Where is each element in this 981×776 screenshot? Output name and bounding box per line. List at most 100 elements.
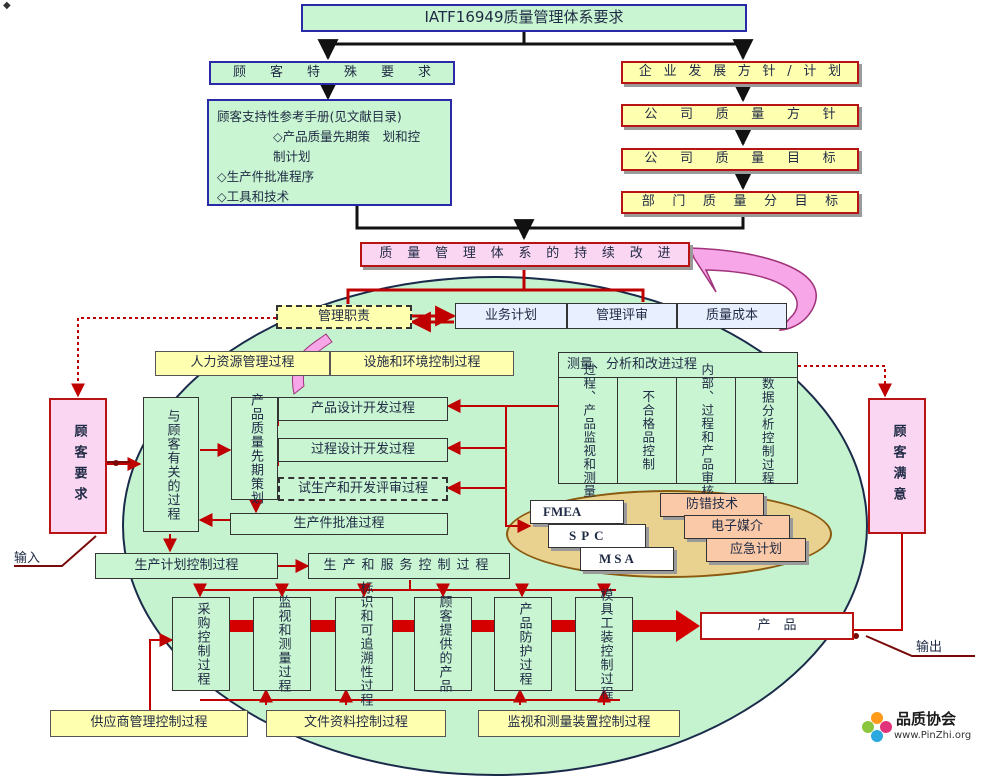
customer-requirements: 顾客要求 xyxy=(49,398,107,534)
measurement-group: 测量、分析和改进过程 过程、产品监视和测量 不合格品控制 内部、过程和产品审核 … xyxy=(558,352,798,498)
policy-char: 质 xyxy=(715,107,729,123)
management-responsibility: 管理职责 xyxy=(276,305,412,329)
bottom-proc-purchasing: 采购控制过程 xyxy=(172,597,230,691)
logo-url: www.PinZhi.org xyxy=(894,730,972,741)
customer-handbook: 顾客支持性参考手册(见文献目录) ◇产品质量先期策 划和控 制计划 ◇生产件批准… xyxy=(207,99,452,206)
csr-char: 特 xyxy=(306,64,320,80)
tool-spc: SPC xyxy=(548,524,646,548)
policy-company: 公 司 质 量 方 针 xyxy=(621,104,859,127)
policy-char: 质 xyxy=(715,151,729,167)
csr-char: 顾 xyxy=(232,64,246,80)
process-design-process: 过程设计开发过程 xyxy=(278,438,448,462)
policy-char: 针 xyxy=(822,107,836,123)
bottom-proc-customer-property: 顾客提供的产品 xyxy=(414,595,472,693)
measure-col-nonconforming: 不合格品控制 xyxy=(618,378,677,483)
tool-emergency-plan: 应急计划 xyxy=(706,538,806,562)
measurement-title: 测量、分析和改进过程 xyxy=(559,353,797,378)
policy-char: 计 xyxy=(803,64,817,80)
policy-char: 部 xyxy=(641,194,655,210)
input-label: 输入 xyxy=(14,551,41,566)
hr-process: 人力资源管理过程 xyxy=(155,351,330,376)
policy-char: 标 xyxy=(825,194,839,210)
policy-char: 划 xyxy=(828,64,842,80)
policy-char: 标 xyxy=(822,151,836,167)
policy-char: 目 xyxy=(786,151,800,167)
handbook-line: ◇生产件批准程序 xyxy=(217,169,315,184)
business-plan: 业务计划 xyxy=(455,303,567,329)
improve-char: 质 xyxy=(379,246,393,262)
improve-char: 进 xyxy=(657,246,671,262)
facility-process: 设施和环境控制过程 xyxy=(330,351,514,376)
production-service-process: 生产和服务控制过程 xyxy=(308,553,510,579)
policy-char: 门 xyxy=(672,194,686,210)
instrument-control-process: 监视和测量装置控制过程 xyxy=(478,710,680,737)
production-planning-process: 生产计划控制过程 xyxy=(95,553,278,579)
csr-char: 要 xyxy=(380,64,394,80)
csr-char: 求 xyxy=(417,64,431,80)
supplier-control-process: 供应商管理控制过程 xyxy=(50,710,248,737)
policy-char: 量 xyxy=(751,107,765,123)
csr-char: 殊 xyxy=(343,64,357,80)
logo-name: 品质协会 xyxy=(896,710,957,728)
page-title: IATF16949质量管理体系要求 xyxy=(301,4,747,32)
product-design-process: 产品设计开发过程 xyxy=(278,397,448,421)
output-label: 输出 xyxy=(916,640,943,655)
policy-char: 目 xyxy=(794,194,808,210)
policy-char: 质 xyxy=(702,194,716,210)
improve-char: 的 xyxy=(546,246,560,262)
policy-char: 方 xyxy=(737,64,751,80)
quality-cost: 质量成本 xyxy=(677,303,787,329)
tool-msa: MSA xyxy=(580,547,674,571)
policy-char: 量 xyxy=(733,194,747,210)
tool-fmea: FMEA xyxy=(530,500,624,524)
handbook-line: 制计划 xyxy=(273,149,311,164)
policy-char: 司 xyxy=(679,107,693,123)
bottom-proc-tooling: 模具工装控制过程 xyxy=(575,588,633,700)
improve-char: 理 xyxy=(462,246,476,262)
csr-char: 客 xyxy=(269,64,283,80)
bottom-proc-preservation: 产品防护过程 xyxy=(494,597,552,691)
handbook-line: ◇产品质量先期策 划和控 xyxy=(273,129,421,144)
measure-col-data-analysis: 数据分析控制过程 xyxy=(759,376,775,485)
handbook-line: ◇工具和技术 xyxy=(217,189,290,204)
improve-char: 续 xyxy=(601,246,615,262)
policy-char: 业 xyxy=(663,64,677,80)
improve-char: 管 xyxy=(435,246,449,262)
policy-char: 公 xyxy=(644,151,658,167)
policy-char: 司 xyxy=(679,151,693,167)
document-control-process: 文件资料控制过程 xyxy=(266,710,446,737)
customer-related-process: 与顾客有关的过程 xyxy=(143,397,199,532)
improve-char: 改 xyxy=(629,246,643,262)
policy-dept-objective: 部 门 质 量 分 目 标 xyxy=(621,191,859,214)
management-review: 管理评审 xyxy=(567,303,677,329)
policy-char: 企 xyxy=(638,64,652,80)
tool-electronic-media: 电子媒介 xyxy=(684,515,790,539)
tool-poka-yoke: 防错技术 xyxy=(660,493,764,517)
policy-objective: 公 司 质 量 目 标 xyxy=(621,148,859,171)
policy-char: / xyxy=(787,64,792,80)
policy-char: 公 xyxy=(644,107,658,123)
pinwheel-logo-icon xyxy=(862,712,892,742)
bottom-proc-traceability: 标识和可追溯性过程 xyxy=(335,581,393,707)
continual-improvement: 质 量 管 理 体 系 的 持 续 改 进 xyxy=(360,242,690,267)
customer-satisfaction: 顾客满意 xyxy=(868,398,926,534)
policy-char: 分 xyxy=(764,194,778,210)
improve-char: 持 xyxy=(574,246,588,262)
customer-special-req: 顾 客 特 殊 要 求 xyxy=(209,61,455,85)
measure-col-monitor: 过程、产品监视和测量 xyxy=(559,363,618,498)
apqp-box: 产品质量先期策划 xyxy=(231,393,278,505)
policy-char: 量 xyxy=(751,151,765,167)
policy-char: 发 xyxy=(688,64,702,80)
corner-mark: ◆ xyxy=(3,0,11,11)
product-box: 产 品 xyxy=(700,612,854,640)
logo: 品质协会 www.PinZhi.org xyxy=(860,708,978,746)
improve-char: 量 xyxy=(407,246,421,262)
policy-char: 方 xyxy=(786,107,800,123)
policy-char: 展 xyxy=(713,64,727,80)
measure-col-audit: 内部、过程和产品审核 xyxy=(677,363,736,498)
policy-char: 针 xyxy=(762,64,776,80)
bottom-proc-monitoring: 监视和测量过程 xyxy=(253,595,311,693)
policy-enterprise: 企 业 发 展 方 针 / 计 划 xyxy=(621,61,859,84)
ppap-process: 生产件批准过程 xyxy=(230,513,448,535)
handbook-line: 顾客支持性参考手册(见文献目录) xyxy=(217,109,402,124)
